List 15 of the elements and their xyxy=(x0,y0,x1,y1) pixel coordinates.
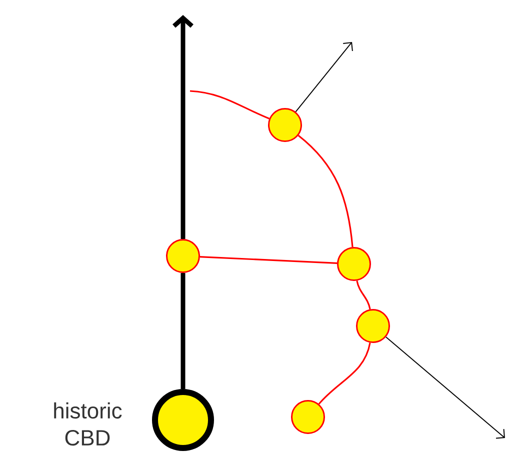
stop-circle xyxy=(356,309,390,343)
road-line xyxy=(200,256,338,264)
road-line xyxy=(318,342,371,405)
road-line xyxy=(298,134,354,248)
road-line xyxy=(356,280,371,310)
road-arrow xyxy=(295,42,353,112)
place-label: historic CBD xyxy=(54,402,122,446)
stop-circle xyxy=(268,108,302,142)
stop-circle xyxy=(166,239,200,273)
stop-circle xyxy=(337,247,371,281)
road-arrow xyxy=(172,15,194,239)
road-line xyxy=(190,90,270,120)
stop-circle xyxy=(291,400,325,434)
road-arrow xyxy=(385,336,505,439)
road-line xyxy=(180,273,186,389)
